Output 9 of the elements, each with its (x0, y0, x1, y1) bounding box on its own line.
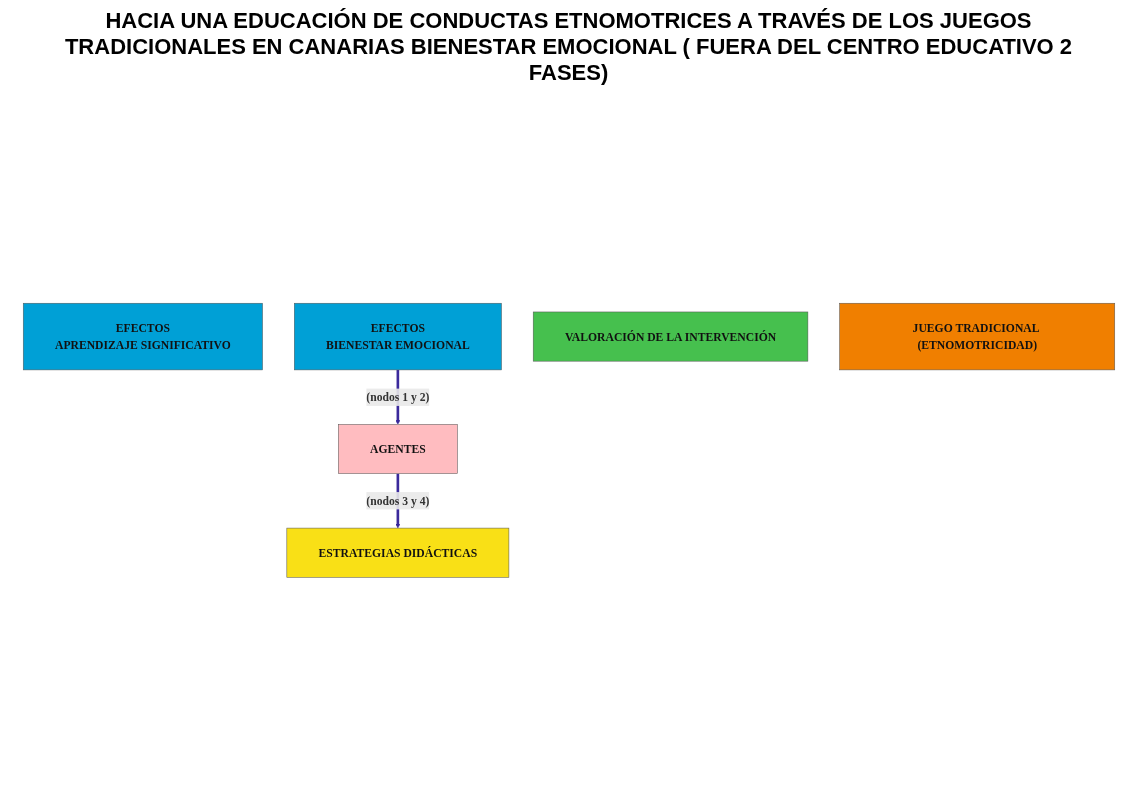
node-box: AGENTES (337, 423, 458, 474)
edge-label: (nodos 1 y 2) (365, 390, 429, 404)
diagram-title: HACIA UNA EDUCACIÓN DE CONDUCTAS ETNOMOTRICES A TRAVÉS DE LOS JUEGOS TRADICIONALES EN CANARIAS BIENESTAR EMOCIONAL ( FUERA DEL CENTRO EDUCATIVO 2 FASES) (63, 8, 1074, 86)
node-box: JUEGO TRADICIONAL (ETNOMOTRICIDAD) (838, 302, 1115, 370)
node-box: VALORACIÓN DE LA INTERVENCIÓN (532, 311, 808, 362)
node-box: EFECTOS APRENDIZAJE SIGNIFICATIVO (22, 302, 263, 370)
node-box: ESTRATEGIAS DIDÁCTICAS (286, 527, 509, 578)
edge-label: (nodos 3 y 4) (365, 493, 429, 508)
node-box: EFECTOS BIENESTAR EMOCIONAL (293, 302, 502, 370)
